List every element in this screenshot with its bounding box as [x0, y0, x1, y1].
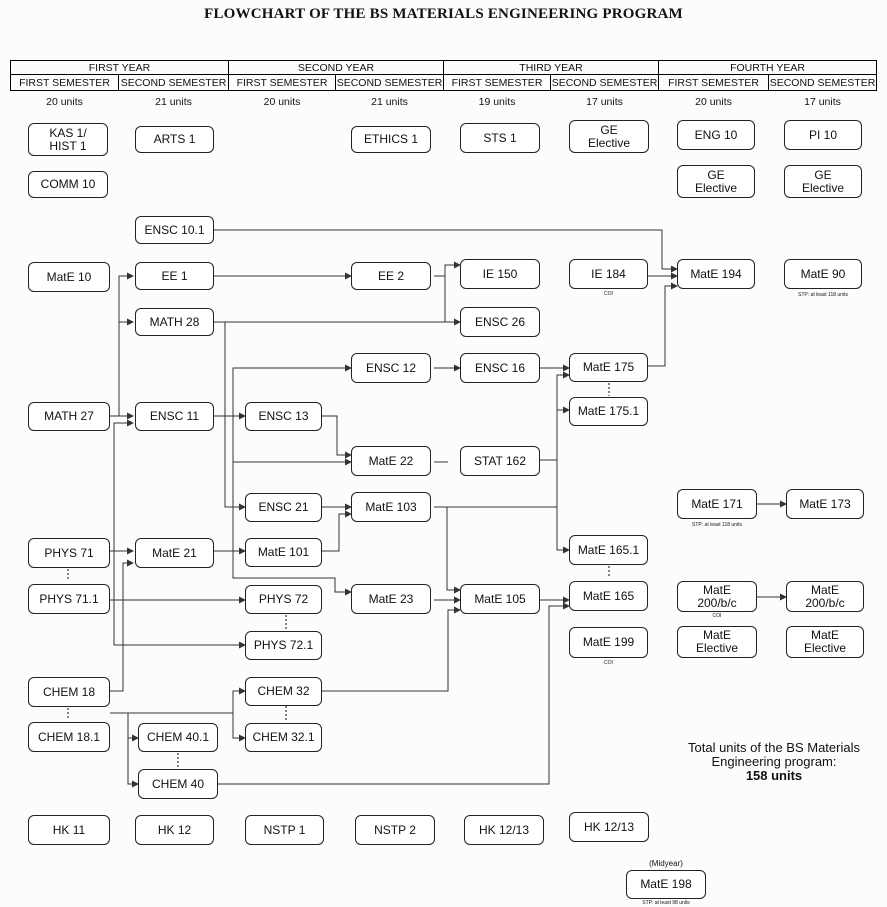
- course-box: CHEM 32.1: [245, 723, 322, 752]
- course-box: ARTS 1: [135, 126, 214, 153]
- total-units-summary: Total units of the BS Materials Engineer…: [664, 741, 884, 783]
- connector: [232, 364, 352, 416]
- course-box: IE 184: [569, 259, 648, 289]
- course-box: ENSC 12: [351, 353, 431, 383]
- course-box: MatE 21: [135, 538, 214, 568]
- total-line-2: Engineering program:: [711, 754, 837, 769]
- course-box: ENSC 21: [245, 493, 322, 522]
- connector: [127, 738, 139, 788]
- course-box: HK 12: [135, 815, 214, 845]
- course-box: MatE Elective: [677, 626, 757, 658]
- course-box: ETHICS 1: [351, 126, 431, 153]
- total-units-value: 158 units: [745, 768, 803, 783]
- course-box: PHYS 71.1: [28, 584, 110, 614]
- connector: [110, 687, 246, 714]
- connector: [127, 713, 139, 742]
- course-box: CHEM 18: [28, 677, 110, 707]
- connector: [218, 602, 570, 785]
- connector: [322, 510, 352, 552]
- connector: [540, 371, 570, 461]
- course-note: STP: at least 118 units: [798, 292, 848, 298]
- course-box: MatE 200/b/c: [786, 581, 864, 612]
- course-box: HK 12/13: [569, 812, 649, 842]
- course-box: GE Elective: [784, 165, 862, 198]
- course-box: ENSC 16: [460, 353, 540, 383]
- course-box: ENSC 13: [245, 402, 322, 431]
- course-box: IE 150: [460, 259, 540, 289]
- course-box: MatE 23: [351, 584, 431, 614]
- course-note: STP: at least 118 units: [692, 522, 742, 528]
- course-box: MatE 165.1: [569, 535, 648, 565]
- course-box: MatE 165: [569, 581, 648, 611]
- course-box: ENSC 26: [460, 307, 540, 337]
- connector: [446, 507, 461, 594]
- total-line-1: Total units of the BS Materials: [688, 740, 860, 755]
- course-box: PI 10: [784, 120, 862, 150]
- course-box: MatE 10: [28, 262, 110, 292]
- course-box: MatE 103: [351, 492, 431, 522]
- course-box: ENG 10: [677, 120, 755, 150]
- course-box: MatE 200/b/c: [677, 581, 757, 612]
- course-box: MatE 101: [245, 538, 322, 567]
- course-box: NSTP 2: [355, 815, 435, 845]
- course-box: COMM 10: [28, 171, 108, 198]
- course-box: EE 1: [135, 262, 214, 290]
- course-box: ENSC 11: [135, 402, 214, 431]
- course-box: MatE 175.1: [569, 397, 648, 426]
- connector: [434, 261, 461, 277]
- course-box: MATH 28: [135, 308, 214, 336]
- course-box: MatE 105: [460, 584, 540, 614]
- connector: [648, 282, 678, 367]
- connector: [556, 460, 570, 554]
- connector: [224, 322, 246, 511]
- course-box: MatE 171: [677, 489, 757, 519]
- course-box: EE 2: [351, 262, 431, 290]
- connector: [322, 415, 352, 459]
- connector: [113, 551, 246, 649]
- course-box: PHYS 72.1: [245, 631, 322, 660]
- course-box: CHEM 18.1: [28, 722, 110, 752]
- course-box: HK 11: [28, 815, 110, 845]
- course-box: MatE 90: [784, 259, 862, 289]
- course-box: GE Elective: [677, 165, 755, 198]
- course-box: MatE 194: [677, 259, 755, 289]
- midyear-label: (Midyear): [649, 859, 683, 868]
- connector: [232, 713, 246, 742]
- course-box: KAS 1/ HIST 1: [28, 123, 108, 156]
- course-box: MatE 198: [626, 870, 706, 899]
- course-box: MatE 199: [569, 627, 648, 658]
- course-box: ENSC 10.1: [135, 216, 214, 244]
- flowchart-title: FLOWCHART OF THE BS MATERIALS ENGINEERIN…: [204, 6, 683, 22]
- course-box: STS 1: [460, 123, 540, 153]
- course-box: CHEM 40.1: [138, 723, 218, 752]
- course-box: PHYS 72: [245, 585, 322, 614]
- connector: [110, 559, 134, 692]
- course-box: CHEM 32: [245, 677, 322, 706]
- course-note: COI: [712, 613, 722, 619]
- course-box: MATH 27: [28, 402, 110, 431]
- course-box: GE Elective: [569, 120, 649, 153]
- connector: [322, 606, 461, 692]
- course-box: PHYS 71: [28, 538, 110, 568]
- course-note: STP: at least 98 units: [642, 900, 690, 906]
- course-box: STAT 162: [460, 446, 540, 476]
- course-box: NSTP 1: [245, 815, 324, 845]
- course-note: COI: [604, 660, 613, 666]
- course-note: COI: [604, 291, 613, 297]
- course-box: MatE 173: [786, 489, 864, 519]
- course-box: HK 12/13: [464, 815, 544, 845]
- connector: [232, 462, 352, 596]
- connector: [110, 272, 134, 417]
- course-box: MatE 22: [351, 446, 431, 476]
- course-box: CHEM 40: [138, 769, 218, 799]
- connector: [214, 229, 678, 273]
- course-box: MatE Elective: [786, 626, 864, 658]
- connector: [113, 419, 134, 551]
- course-box: MatE 175: [569, 353, 648, 382]
